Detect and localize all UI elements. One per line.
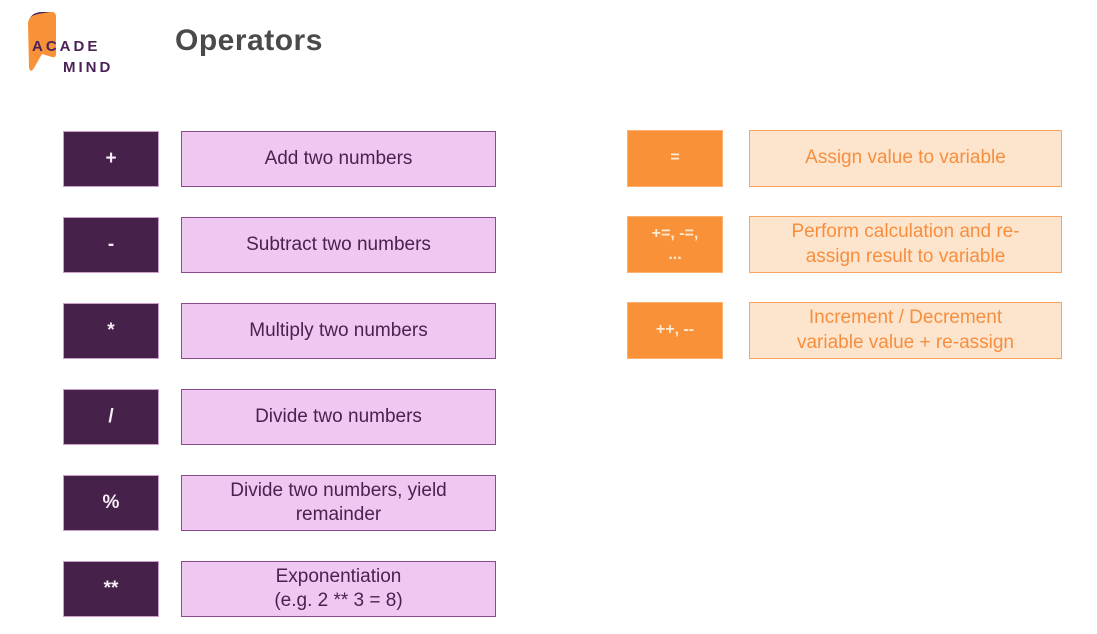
operator-row-subtract: - Subtract two numbers [63,217,497,273]
symbol-box-exponent: ** [63,561,159,617]
operator-row-exponent: ** Exponentiation (e.g. 2 ** 3 = 8) [63,561,497,617]
description-box-exponent: Exponentiation (e.g. 2 ** 3 = 8) [181,561,496,617]
operator-row-add: + Add two numbers [63,131,497,187]
academind-wordmark: ACADE MIND [32,36,113,78]
symbol-box-modulo: % [63,475,159,531]
symbol-box-assign: = [627,130,723,187]
academind-ribbon-icon [28,11,56,71]
symbol-box-divide: / [63,389,159,445]
logo-text-mind: MIND [63,59,114,76]
symbol-box-multiply: * [63,303,159,359]
symbol-box-compound-assign: +=, -=, ... [627,216,723,273]
description-box-divide: Divide two numbers [181,389,496,445]
operator-row-multiply: * Multiply two numbers [63,303,497,359]
description-box-multiply: Multiply two numbers [181,303,496,359]
description-box-compound-assign: Perform calculation and re- assign resul… [749,216,1062,273]
symbol-box-add: + [63,131,159,187]
symbol-box-subtract: - [63,217,159,273]
description-box-assign: Assign value to variable [749,130,1062,187]
description-box-add: Add two numbers [181,131,496,187]
description-box-subtract: Subtract two numbers [181,217,496,273]
operator-row-compound-assign: +=, -=, ... Perform calculation and re- … [627,216,1063,273]
operator-row-assign: = Assign value to variable [627,130,1063,187]
page-title: Operators [175,24,323,57]
operator-row-modulo: % Divide two numbers, yield remainder [63,475,497,531]
description-box-increment-decrement: Increment / Decrement variable value + r… [749,302,1062,359]
symbol-box-increment-decrement: ++, -- [627,302,723,359]
operator-row-divide: / Divide two numbers [63,389,497,445]
operator-row-increment-decrement: ++, -- Increment / Decrement variable va… [627,302,1063,359]
description-box-modulo: Divide two numbers, yield remainder [181,475,496,531]
academind-logo: ACADE MIND [18,6,168,86]
logo-text-acade: ACADE [32,38,101,55]
